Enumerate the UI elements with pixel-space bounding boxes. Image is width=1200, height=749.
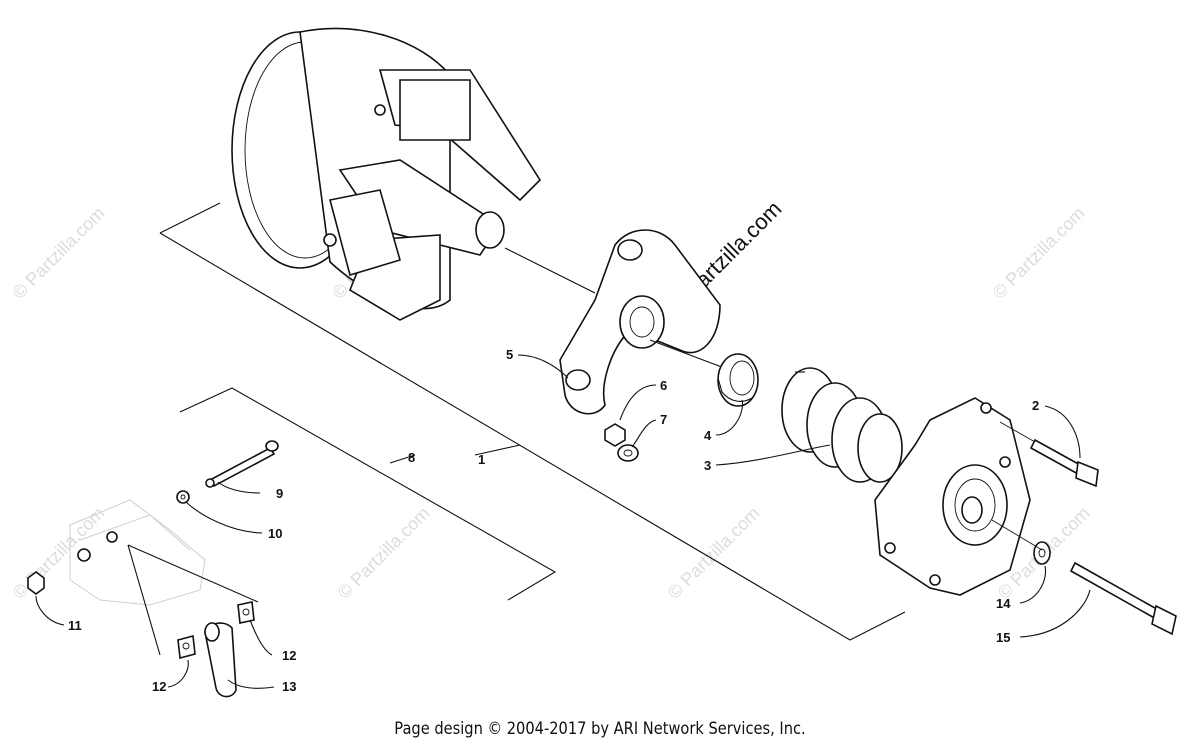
callout-4: 4 <box>704 428 712 443</box>
callout-1: 1 <box>478 452 485 467</box>
part-11-nut <box>27 571 45 595</box>
watermark: © Partzilla.com <box>664 503 764 603</box>
part-12-shim-left <box>177 634 196 660</box>
part-15-bolt <box>991 519 1177 636</box>
part-2-bolt <box>999 421 1099 488</box>
callout-8: 8 <box>408 450 415 465</box>
callout-14: 14 <box>996 596 1011 611</box>
part-4-bushing <box>717 353 759 407</box>
part-3-spring <box>781 367 903 483</box>
watermark: © Partzilla.com <box>9 503 109 603</box>
watermark: © Partzilla.com <box>989 203 1089 303</box>
callout-13: 13 <box>282 679 296 694</box>
part-5-spider <box>559 229 736 415</box>
leader-lines <box>35 354 1091 689</box>
assembly-bracket-8 <box>179 387 557 601</box>
callout-12: 12 <box>152 679 166 694</box>
watermark: © Partzilla.com <box>334 503 434 603</box>
page-footer: Page design © 2004-2017 by ARI Network S… <box>394 719 806 739</box>
callout-9: 9 <box>276 486 283 501</box>
primary-clutch-sheave <box>231 27 596 321</box>
callout-2: 2 <box>1032 398 1039 413</box>
callout-6: 6 <box>660 378 667 393</box>
watermark: © Partzilla.com <box>9 203 109 303</box>
part-13-weight <box>204 622 237 698</box>
assembly-bracket-1 <box>159 202 906 641</box>
callout-12: 12 <box>282 648 296 663</box>
part-6-nut <box>604 423 626 447</box>
callout-15: 15 <box>996 630 1010 645</box>
part-14-washer <box>1033 541 1051 565</box>
callout-11: 11 <box>68 618 82 633</box>
part-9-pin <box>205 440 279 488</box>
callout-3: 3 <box>704 458 711 473</box>
part-10-washer <box>176 490 190 504</box>
part-8-arm-sketch <box>69 499 259 656</box>
clutch-cover-plate <box>874 397 1031 596</box>
callouts: 1 2 3 4 5 6 7 8 9 10 11 12 12 13 14 15 <box>68 347 1039 694</box>
callout-7: 7 <box>660 412 667 427</box>
callout-10: 10 <box>268 526 282 541</box>
part-12-shim-right <box>237 601 255 624</box>
part-7-washer <box>617 444 639 462</box>
callout-5: 5 <box>506 347 513 362</box>
